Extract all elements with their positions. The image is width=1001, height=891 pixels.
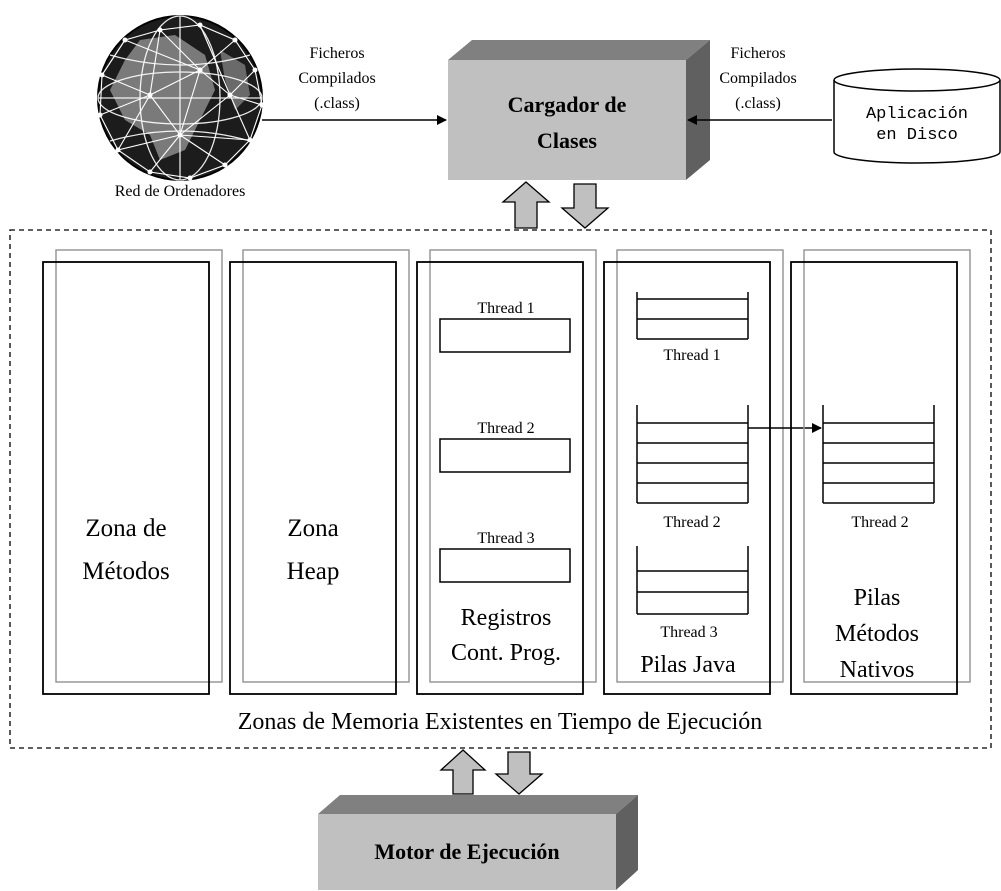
register-thread3-label: Thread 3	[477, 530, 534, 547]
network-label: Red de Ordenadores	[115, 183, 246, 200]
disk-label-line2: en Disco	[876, 126, 958, 145]
registers-zone-label-line2: Cont. Prog.	[451, 640, 561, 666]
methods-zone-column	[42, 249, 223, 695]
java-stack-thread3-label: Thread 3	[660, 624, 717, 641]
register-thread2-label: Thread 2	[477, 420, 534, 437]
heap-zone-label-line2: Heap	[287, 558, 340, 585]
java-stack-thread1-label: Thread 1	[663, 347, 720, 364]
native-stack-thread2	[822, 405, 935, 504]
right-arrow-label-line1: Ficheros	[730, 45, 785, 62]
disk-label-line1: Aplicación	[866, 105, 968, 124]
java-stack-thread3	[636, 546, 749, 615]
methods-zone-label-line1: Zona de	[85, 515, 166, 542]
java-stacks-zone-column	[603, 249, 784, 695]
disk-cylinder-icon	[833, 68, 1001, 164]
registers-zone-column	[416, 249, 597, 695]
native-stack-thread2-label: Thread 2	[851, 514, 908, 531]
native-stacks-zone-label-line3: Nativos	[840, 657, 915, 683]
java-stack-thread1	[636, 292, 749, 340]
execution-engine-label: Motor de Ejecución	[374, 839, 559, 864]
loader-memory-exchange-arrows	[501, 181, 610, 229]
registers-zone-label-line1: Registros	[461, 605, 552, 631]
java-stack-thread2	[636, 405, 749, 504]
class-loader-label-line2: Clases	[537, 128, 597, 153]
right-arrow-label-line3: (.class)	[735, 95, 781, 112]
network-globe-icon	[97, 15, 265, 181]
memory-engine-exchange-arrows	[439, 749, 544, 795]
register-thread1-box	[439, 318, 571, 353]
native-stacks-zone-column	[790, 249, 971, 695]
java-stacks-zone-label: Pilas Java	[640, 652, 736, 678]
left-arrow-label-line3: (.class)	[314, 95, 360, 112]
left-arrow-label-line1: Ficheros	[309, 45, 364, 62]
native-stacks-zone-label-line2: Métodos	[835, 621, 919, 647]
register-thread3-box	[439, 548, 571, 583]
right-arrow-label-line2: Compilados	[719, 70, 796, 87]
left-arrow-label-line2: Compilados	[298, 70, 375, 87]
java-stack-thread2-label: Thread 2	[663, 514, 720, 531]
register-thread2-box	[439, 438, 571, 473]
register-thread1-label: Thread 1	[477, 300, 534, 317]
execution-engine-box	[318, 795, 638, 890]
class-loader-label-line1: Cargador de	[508, 92, 627, 117]
heap-zone-column	[229, 249, 410, 695]
class-loader-box	[448, 40, 710, 180]
runtime-memory-area-label: Zonas de Memoria Existentes en Tiempo de…	[238, 709, 763, 735]
native-stacks-zone-label-line1: Pilas	[854, 585, 901, 611]
runtime-memory-area	[9, 229, 992, 749]
methods-zone-label-line2: Métodos	[82, 558, 170, 585]
heap-zone-label-line1: Zona	[287, 515, 338, 542]
